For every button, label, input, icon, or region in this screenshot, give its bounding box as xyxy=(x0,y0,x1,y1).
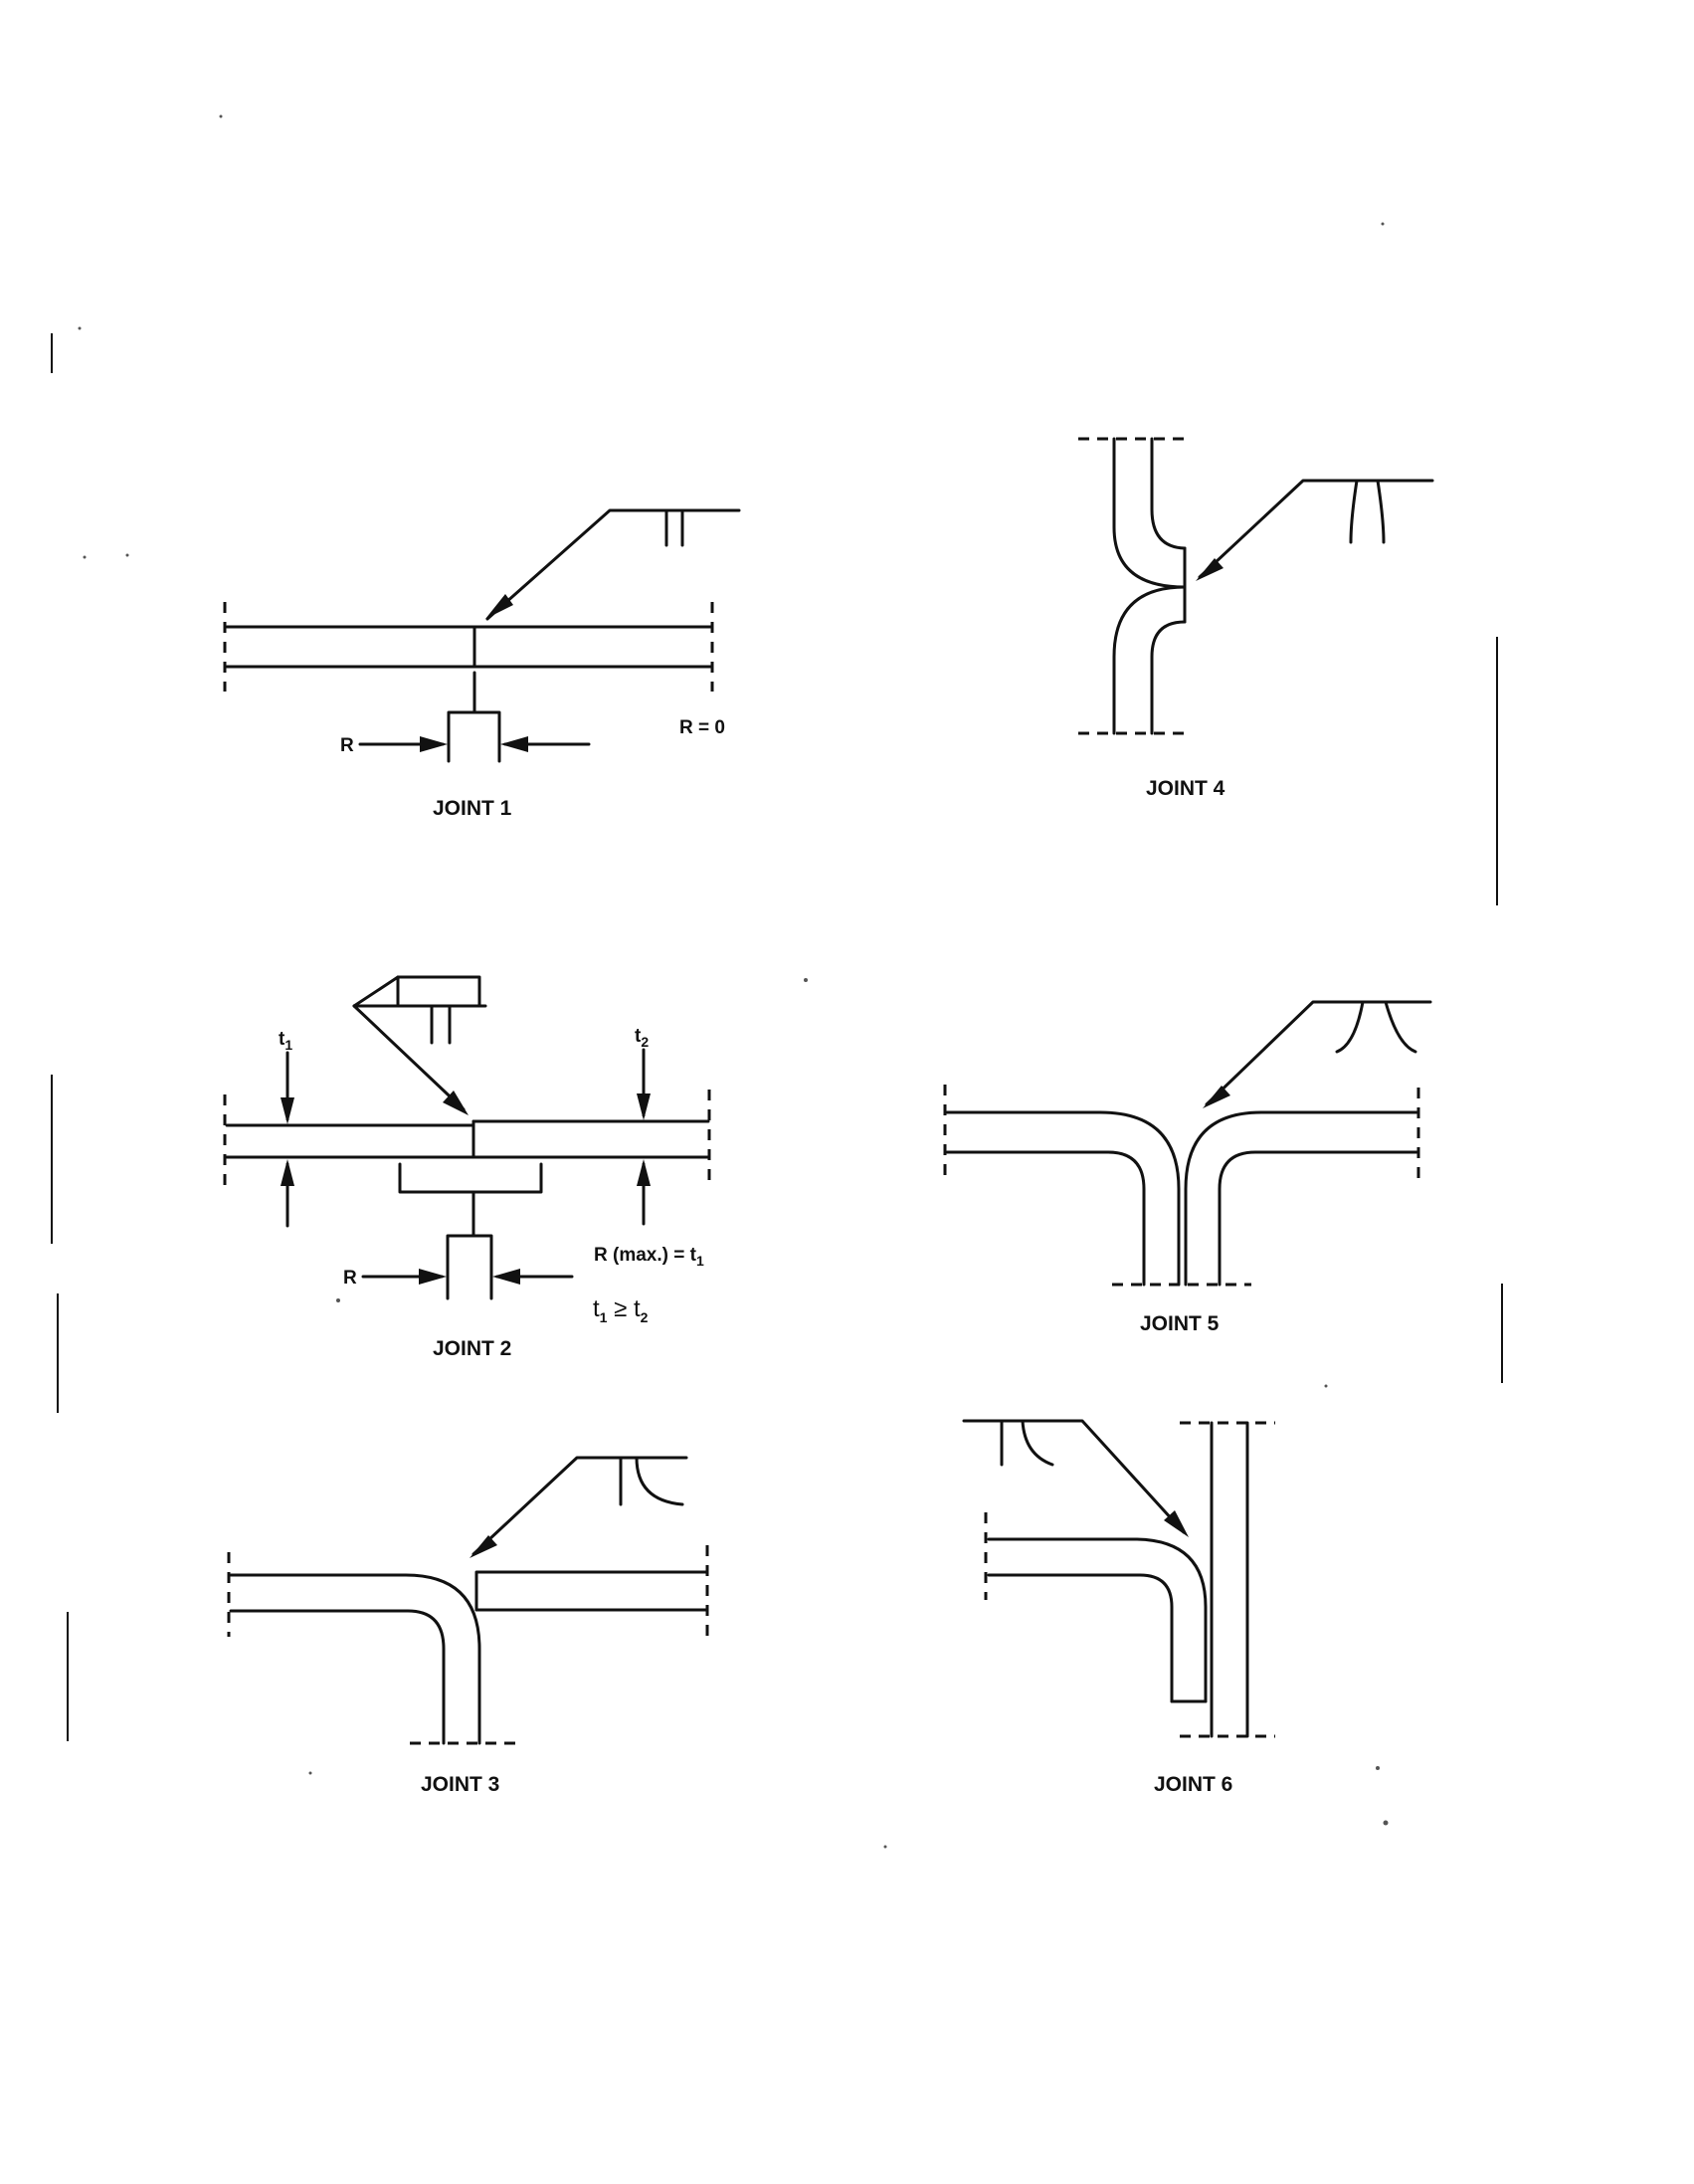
joint-5-caption: JOINT 5 xyxy=(1140,1312,1220,1335)
joint-2-t1-label: t1 xyxy=(279,1029,292,1053)
joint-6-caption: JOINT 6 xyxy=(1154,1773,1232,1796)
joint-5: JOINT 5 xyxy=(943,1000,1432,1335)
joint-3: JOINT 3 xyxy=(227,1456,709,1796)
joint-4: JOINT 4 xyxy=(1078,437,1434,800)
joint-6: JOINT 6 xyxy=(962,1419,1275,1796)
joint-2-rmax-label: R (max.) = t1 xyxy=(594,1245,704,1269)
joint-2-t2-label: t2 xyxy=(635,1026,649,1050)
joint-1-r-label: R xyxy=(340,735,354,756)
joint-1-r-zero-label: R = 0 xyxy=(679,717,725,738)
joint-3-caption: JOINT 3 xyxy=(421,1773,499,1796)
scan-artifacts xyxy=(51,114,1503,1849)
joint-1-caption: JOINT 1 xyxy=(433,797,512,820)
joint-2: t1 t2 R R (max.) = t1 t1 ≥ t2 JOINT 2 xyxy=(223,975,711,1360)
joint-1: R R = 0 JOINT 1 xyxy=(223,508,741,820)
joint-2-caption: JOINT 2 xyxy=(433,1337,511,1360)
joint-4-caption: JOINT 4 xyxy=(1146,777,1225,800)
joint-2-r-label: R xyxy=(343,1268,357,1289)
joint-2-condition-label: t1 ≥ t2 xyxy=(593,1295,649,1325)
